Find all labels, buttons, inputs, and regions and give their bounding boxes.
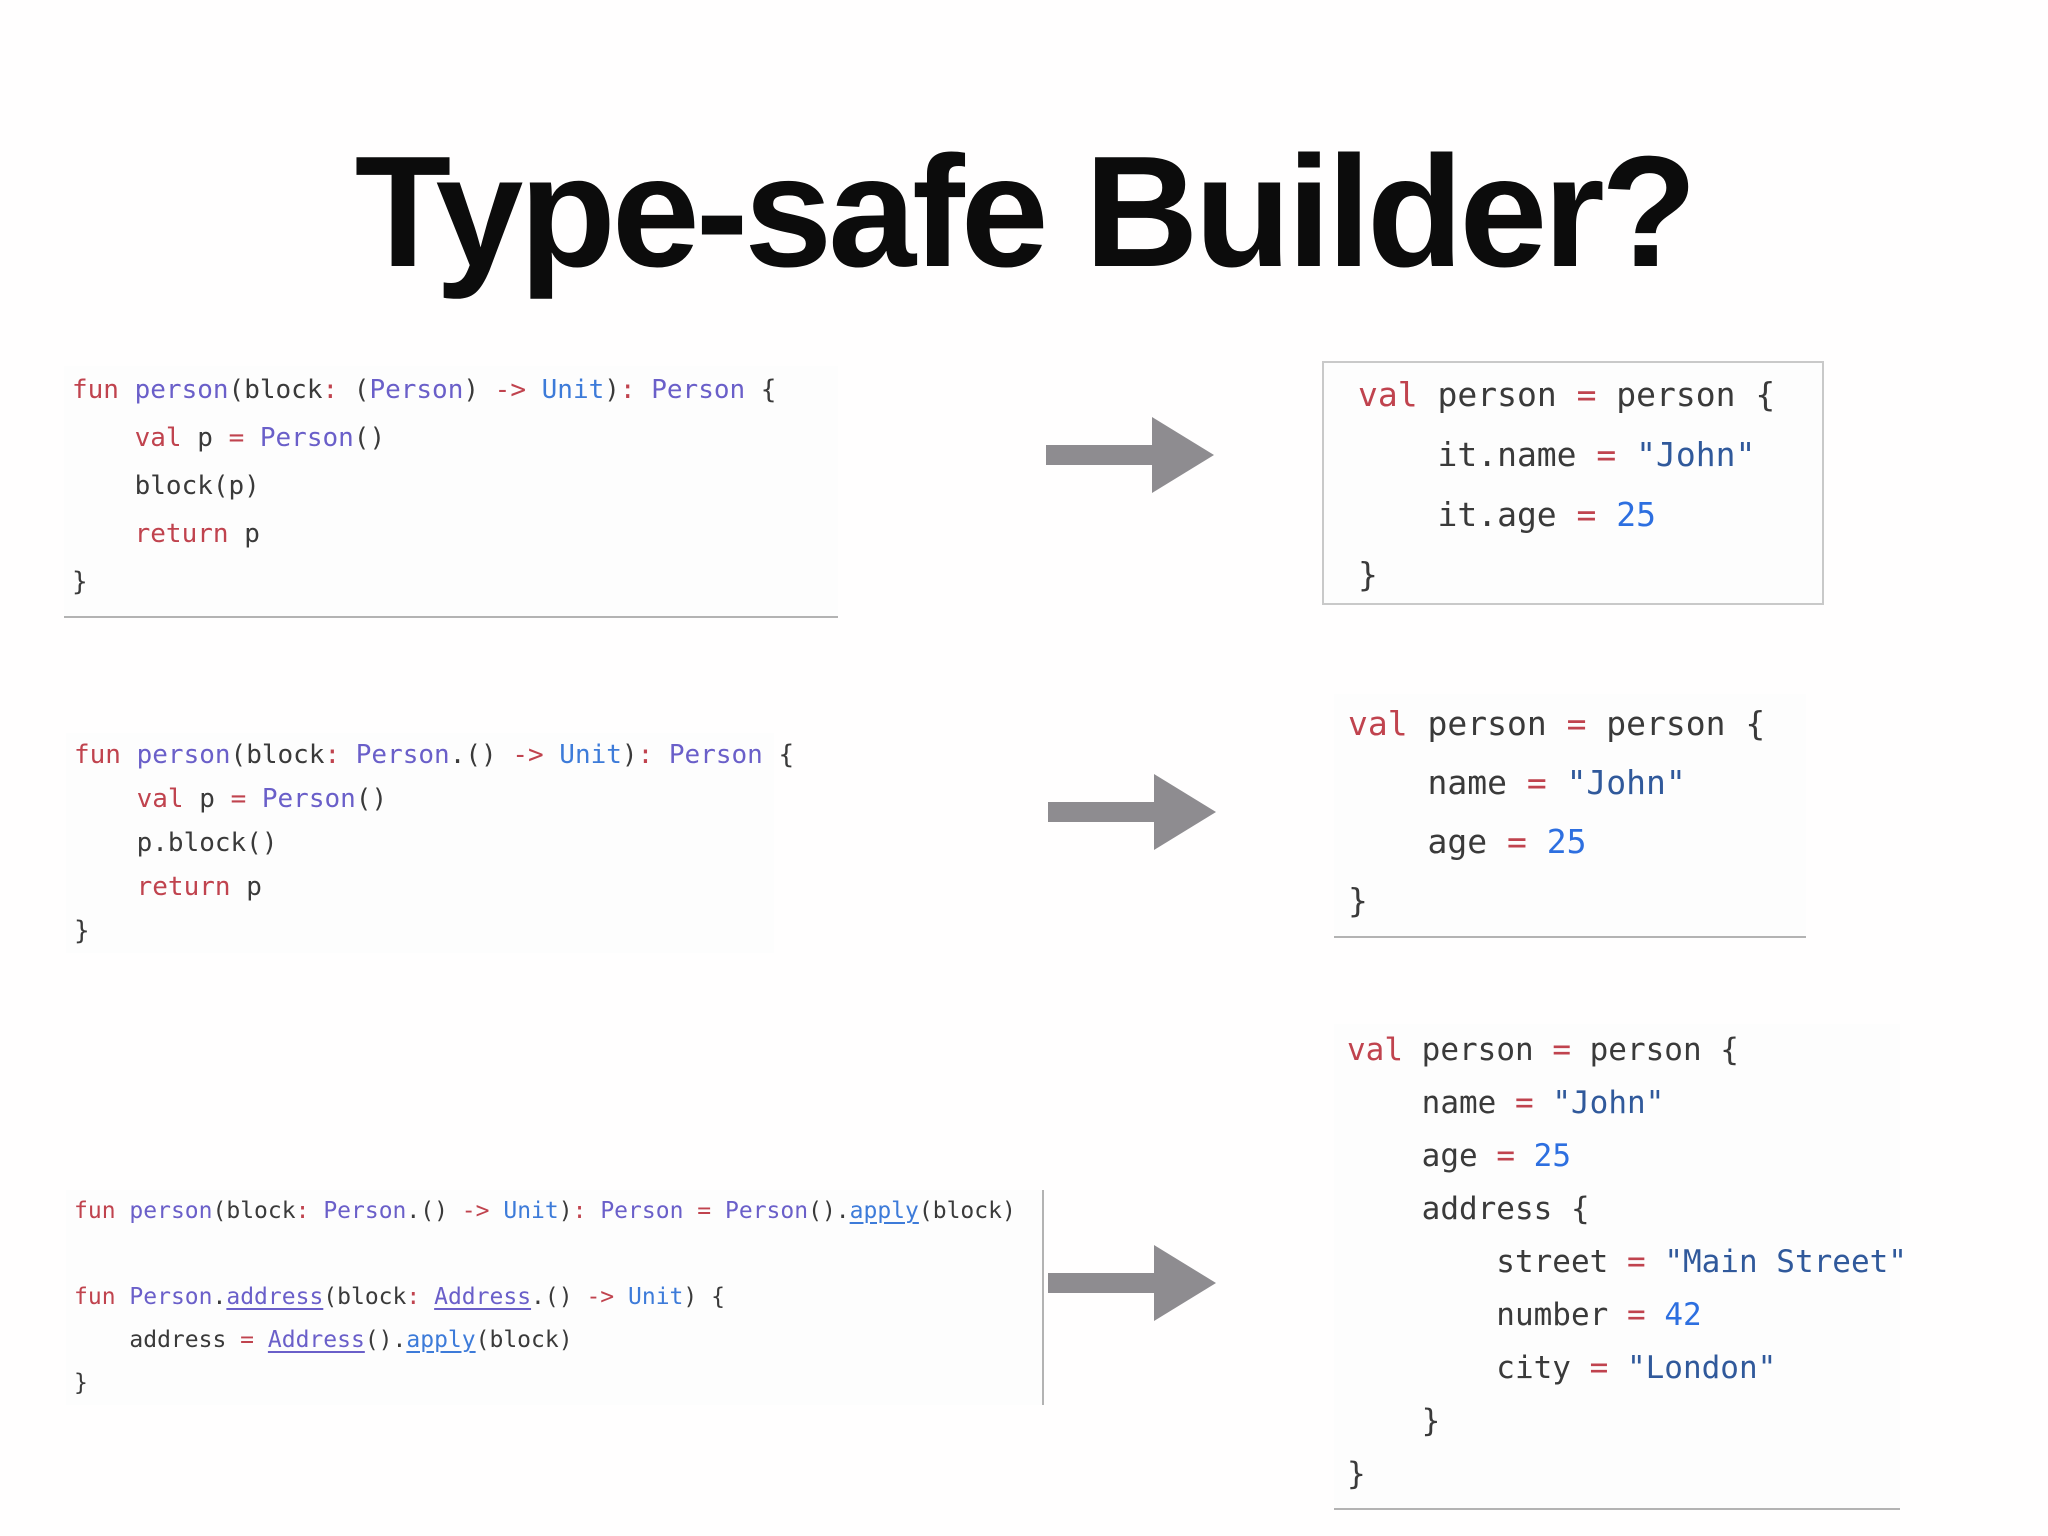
code-line: city = "London" xyxy=(1347,1350,1777,1386)
code-line: val p = Person() xyxy=(134,423,386,453)
code-block-builder-lambda-param: fun person(block: (Person) -> Unit): Per… xyxy=(64,366,838,618)
code-block-builder-apply-extension: fun person(block: Person.() -> Unit): Pe… xyxy=(66,1190,1044,1405)
code-line: p.block() xyxy=(74,828,278,858)
arrow-shaft xyxy=(1046,445,1152,465)
code-line: val person = person { xyxy=(1358,375,1776,414)
code-line: val p = Person() xyxy=(136,784,388,814)
arrow-shaft xyxy=(1048,1273,1154,1293)
code-line: } xyxy=(1358,555,1378,594)
arrow-shaft xyxy=(1048,802,1154,822)
code-block-usage-receiver-syntax: val person = person { name = "John" age … xyxy=(1334,694,1806,938)
arrow-head xyxy=(1154,1245,1216,1321)
code-line: name = "John" xyxy=(1347,1085,1665,1121)
code-line: } xyxy=(1347,1456,1366,1492)
code-line: fun Person.address(block: Address.() -> … xyxy=(74,1284,725,1310)
code-line: fun person(block: Person.() -> Unit): Pe… xyxy=(74,1198,1016,1224)
code-line: val person = person { xyxy=(1348,704,1766,743)
code-line xyxy=(74,1233,1042,1276)
code-line: it.age = 25 xyxy=(1358,495,1657,534)
slide-title: Type-safe Builder? xyxy=(354,124,1698,300)
code-line: address = Address().apply(block) xyxy=(74,1327,573,1353)
code-line: } xyxy=(1347,1403,1441,1439)
arrow-head xyxy=(1152,417,1214,493)
code-line: } xyxy=(72,567,88,597)
code-line: block(p) xyxy=(72,471,260,501)
code-block-builder-receiver-param: fun person(block: Person.() -> Unit): Pe… xyxy=(66,733,795,953)
code-line: street = "Main Street" xyxy=(1347,1244,1907,1280)
code-line: address { xyxy=(1347,1191,1590,1227)
code-line: fun person(block: (Person) -> Unit): Per… xyxy=(72,375,777,405)
code-line: return p xyxy=(136,872,262,902)
code-line: it.name = "John" xyxy=(1358,435,1756,474)
code-block-usage-it-syntax: val person = person { it.name = "John" i… xyxy=(1322,361,1824,605)
code-line: } xyxy=(74,1370,88,1396)
code-line: } xyxy=(74,916,90,946)
code-line: age = 25 xyxy=(1347,1138,1571,1174)
arrow-right-icon xyxy=(1048,1245,1216,1321)
code-line: } xyxy=(1348,881,1368,920)
arrow-head xyxy=(1154,774,1216,850)
code-block-usage-nested-builder: val person = person { name = "John" age … xyxy=(1334,1024,1907,1510)
code-line: return p xyxy=(134,519,260,549)
arrow-right-icon xyxy=(1046,417,1214,493)
code-line: fun person(block: Person.() -> Unit): Pe… xyxy=(74,740,795,770)
code-line: age = 25 xyxy=(1348,822,1587,861)
arrow-right-icon xyxy=(1048,774,1216,850)
code-line: name = "John" xyxy=(1348,763,1686,802)
code-line: val person = person { xyxy=(1347,1032,1739,1068)
code-line: number = 42 xyxy=(1347,1297,1702,1333)
